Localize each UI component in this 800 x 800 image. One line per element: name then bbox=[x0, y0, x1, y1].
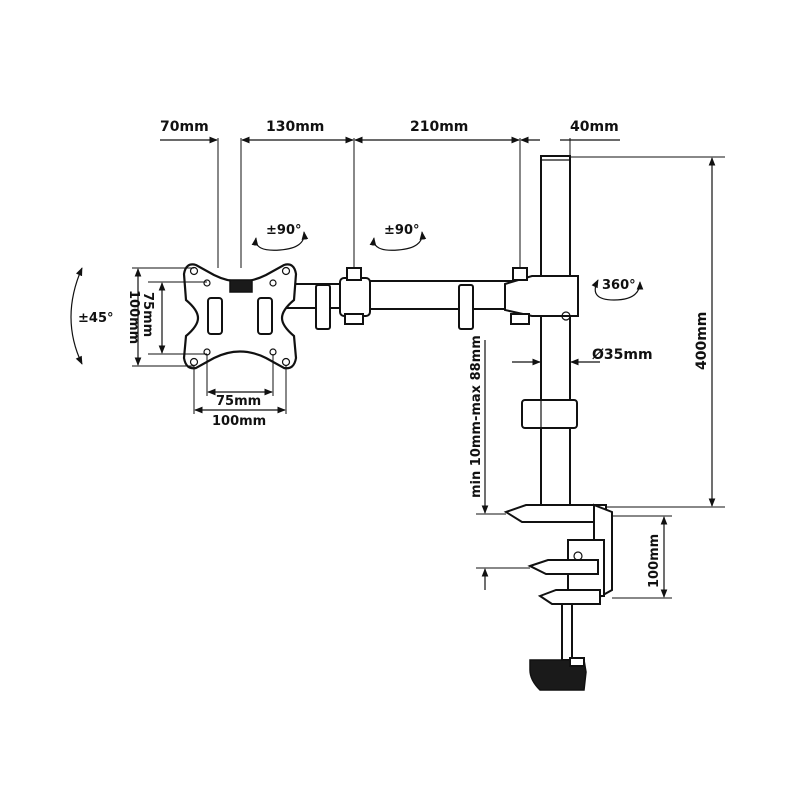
dim-vesa-75mm-vertical: 75mm bbox=[140, 292, 155, 337]
vesa-slot-right bbox=[257, 297, 273, 335]
pole-joint bbox=[504, 275, 579, 317]
clamp-top-plate bbox=[503, 504, 607, 523]
arm-swivel-indicator bbox=[369, 231, 427, 251]
clamp-range-dimension bbox=[476, 340, 530, 590]
joint-bolt-top bbox=[346, 267, 362, 281]
arm-assembly bbox=[284, 267, 579, 330]
pole-collar bbox=[521, 399, 578, 429]
dim-400mm: 400mm bbox=[694, 312, 710, 370]
pole-bolt-top bbox=[512, 267, 528, 281]
height-dimension-line bbox=[570, 156, 725, 508]
clamp-pad bbox=[527, 559, 599, 575]
dim-vesa-100mm-vertical: 100mm bbox=[126, 290, 141, 344]
dim-vesa-100mm-horizontal: 100mm bbox=[212, 414, 266, 429]
head-swivel-indicator bbox=[251, 231, 309, 251]
clamp-lower-plate bbox=[537, 589, 601, 605]
dim-clamp-range: min 10mm-max 88mm bbox=[469, 335, 484, 498]
dim-70mm: 70mm bbox=[160, 119, 209, 135]
clamp-knob bbox=[529, 659, 587, 691]
pole-bolt-bottom bbox=[510, 313, 530, 325]
vesa-plate-outline bbox=[182, 263, 298, 370]
rotation-arm-swivel: ±90° bbox=[384, 223, 419, 238]
rotation-pole: 360° bbox=[602, 278, 636, 293]
dim-clamp-100mm: 100mm bbox=[647, 534, 662, 588]
middle-joint bbox=[339, 277, 371, 317]
cable-clip bbox=[315, 284, 331, 330]
vesa-slot-left bbox=[207, 297, 223, 335]
cable-clip bbox=[458, 284, 474, 330]
dim-210mm: 210mm bbox=[410, 119, 468, 135]
vesa-vertical-dimensions bbox=[132, 267, 207, 367]
joint-bolt-bottom bbox=[344, 313, 364, 325]
rotation-tilt: ±45° bbox=[78, 311, 113, 326]
dim-40mm: 40mm bbox=[570, 119, 619, 135]
top-dimension-line bbox=[160, 136, 620, 268]
tilt-indicator bbox=[70, 267, 83, 365]
dim-diameter-35mm: Ø35mm bbox=[592, 347, 653, 363]
dim-vesa-75mm-horizontal: 75mm bbox=[216, 394, 261, 409]
desk-clamp bbox=[503, 503, 613, 691]
vesa-horizontal-dimensions bbox=[193, 354, 287, 414]
dim-130mm: 130mm bbox=[266, 119, 324, 135]
clamp-screw bbox=[561, 603, 573, 661]
pole-rotation-indicator bbox=[591, 279, 644, 301]
clamp-height-dimension bbox=[612, 515, 672, 599]
head-bracket bbox=[229, 279, 253, 293]
vesa-plate bbox=[182, 263, 298, 370]
rotation-head-swivel: ±90° bbox=[266, 223, 301, 238]
pole bbox=[540, 155, 571, 512]
